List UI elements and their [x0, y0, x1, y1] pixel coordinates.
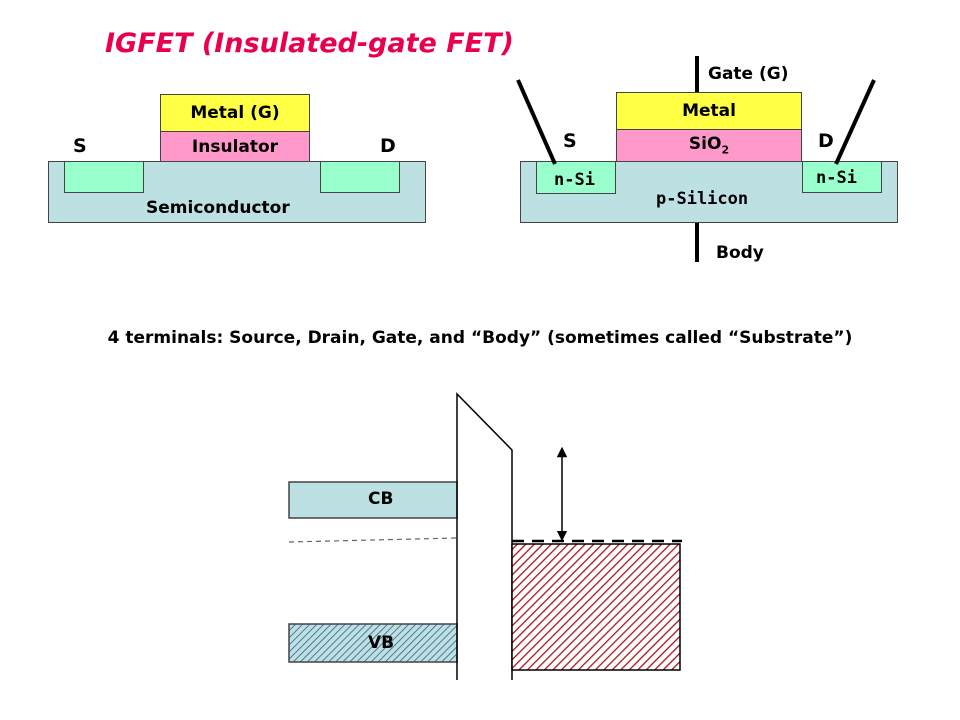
right-oxide-label: SiO2	[689, 134, 729, 156]
right-source-region-label: n-Si	[554, 170, 595, 190]
left-drain-region	[320, 161, 400, 193]
conduction-band-box	[288, 481, 458, 519]
right-oxide: SiO2	[616, 129, 802, 162]
right-gate-label: Metal	[682, 101, 736, 121]
right-drain-label: D	[818, 130, 834, 152]
left-source-region	[64, 161, 144, 193]
conduction-band-label: CB	[368, 489, 394, 509]
left-gate-label: Metal (G)	[190, 103, 280, 123]
terminals-caption: 4 terminals: Source, Drain, Gate, and “B…	[107, 328, 853, 348]
valence-band-box	[288, 623, 458, 663]
left-gate-metal: Metal (G)	[160, 94, 310, 132]
right-substrate-label: p-Silicon	[656, 189, 749, 209]
right-body-label: Body	[716, 243, 764, 263]
valence-band-label: VB	[368, 633, 395, 653]
right-drain-region-label: n-Si	[816, 168, 857, 188]
left-drain-label: D	[380, 135, 396, 157]
right-gate-terminal-label: Gate (G)	[708, 64, 789, 84]
right-source-region	[536, 161, 616, 194]
drain-terminal-wire	[834, 79, 876, 165]
right-drain-region	[802, 161, 882, 193]
source-terminal-wire	[516, 79, 557, 165]
right-gate-metal: Metal	[616, 92, 802, 130]
right-oxide-subscript: 2	[721, 143, 730, 157]
right-oxide-base: SiO	[688, 134, 722, 155]
fermi-level-dashed-left	[288, 537, 458, 543]
page-title: IGFET (Insulated-gate FET)	[105, 28, 514, 59]
insulator-barrier	[456, 392, 513, 680]
left-insulator-label: Insulator	[191, 136, 279, 157]
left-source-label: S	[73, 135, 87, 157]
metal-filled-states	[511, 543, 681, 671]
left-semiconductor-label: Semiconductor	[146, 198, 290, 218]
right-source-label: S	[563, 130, 577, 152]
